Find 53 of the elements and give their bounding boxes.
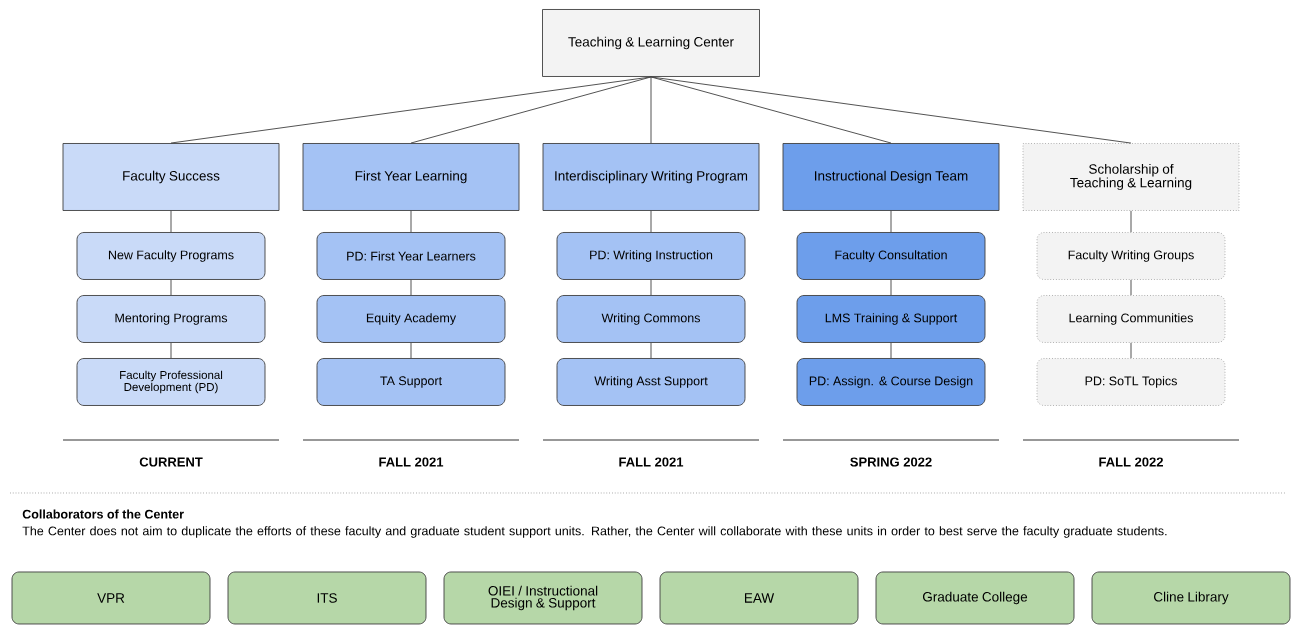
- program-box: Writing Asst Support: [556, 358, 746, 406]
- program-box: Faculty Writing Groups: [1036, 232, 1226, 280]
- connector-line: [1130, 342, 1132, 359]
- team-box: First Year Learning: [302, 143, 520, 211]
- unit-box: EAW: [659, 571, 859, 625]
- connector-line: [890, 210, 892, 233]
- description-text: The Center does not aim to duplicate the efforts of these faculty and graduate student support units. Rather, the Center will collaborate with these units in order to best serve the faculty graduate students.: [22, 526, 1167, 538]
- period-label: FALL 2021: [619, 457, 684, 467]
- connector-line: [170, 279, 172, 296]
- section-heading: Collaborators of the Center: [22, 509, 184, 519]
- connector-line: [650, 342, 652, 359]
- program-box: PD: Writing Instruction: [556, 232, 746, 280]
- team-box: Faculty Success: [62, 143, 280, 211]
- program-box: Mentoring Programs: [76, 295, 266, 343]
- program-box: Faculty Professional Development (PD): [76, 358, 266, 406]
- connector-line: [410, 76, 652, 144]
- program-box: Faculty Consultation: [796, 232, 986, 280]
- team-box: Interdisciplinary Writing Program: [542, 143, 760, 211]
- period-label: SPRING 2022: [850, 457, 932, 467]
- program-box: TA Support: [316, 358, 506, 406]
- program-box: PD: Assign. & Course Design: [796, 358, 986, 406]
- connector-line: [650, 76, 1132, 144]
- connector-line: [410, 342, 412, 359]
- connector-line: [170, 342, 172, 359]
- connector-line: [170, 76, 652, 144]
- unit-box: Cline Library: [1091, 571, 1291, 625]
- unit-box: ITS: [227, 571, 427, 625]
- unit-box: OIEI / Instructional Design & Support: [443, 571, 643, 625]
- connector-line: [650, 279, 652, 296]
- program-box: Equity Academy: [316, 295, 506, 343]
- period-label: FALL 2022: [1099, 457, 1163, 467]
- connector-line: [890, 342, 892, 359]
- connector-line: [1130, 210, 1132, 233]
- connector-line: [1130, 279, 1132, 296]
- period-label: FALL 2021: [379, 457, 444, 467]
- unit-box: Graduate College: [875, 571, 1075, 625]
- program-box: PD: SoTL Topics: [1036, 358, 1226, 406]
- connector-line: [650, 210, 652, 233]
- program-box: LMS Training & Support: [796, 295, 986, 343]
- connector-line: [170, 210, 172, 233]
- unit-box: VPR: [11, 571, 211, 625]
- program-box: Writing Commons: [556, 295, 746, 343]
- connector-line: [890, 279, 892, 296]
- connector-line: [650, 76, 652, 144]
- team-box: Instructional Design Team: [782, 143, 1000, 211]
- org-box: Teaching & Learning Center: [542, 9, 760, 77]
- connector-line: [410, 210, 412, 233]
- connector-line: [410, 279, 412, 296]
- program-box: PD: First Year Learners: [316, 232, 506, 280]
- period-label: CURRENT: [139, 457, 203, 467]
- team-box: Scholarship of Teaching & Learning: [1022, 143, 1240, 211]
- program-box: New Faculty Programs: [76, 232, 266, 280]
- program-box: Learning Communities: [1036, 295, 1226, 343]
